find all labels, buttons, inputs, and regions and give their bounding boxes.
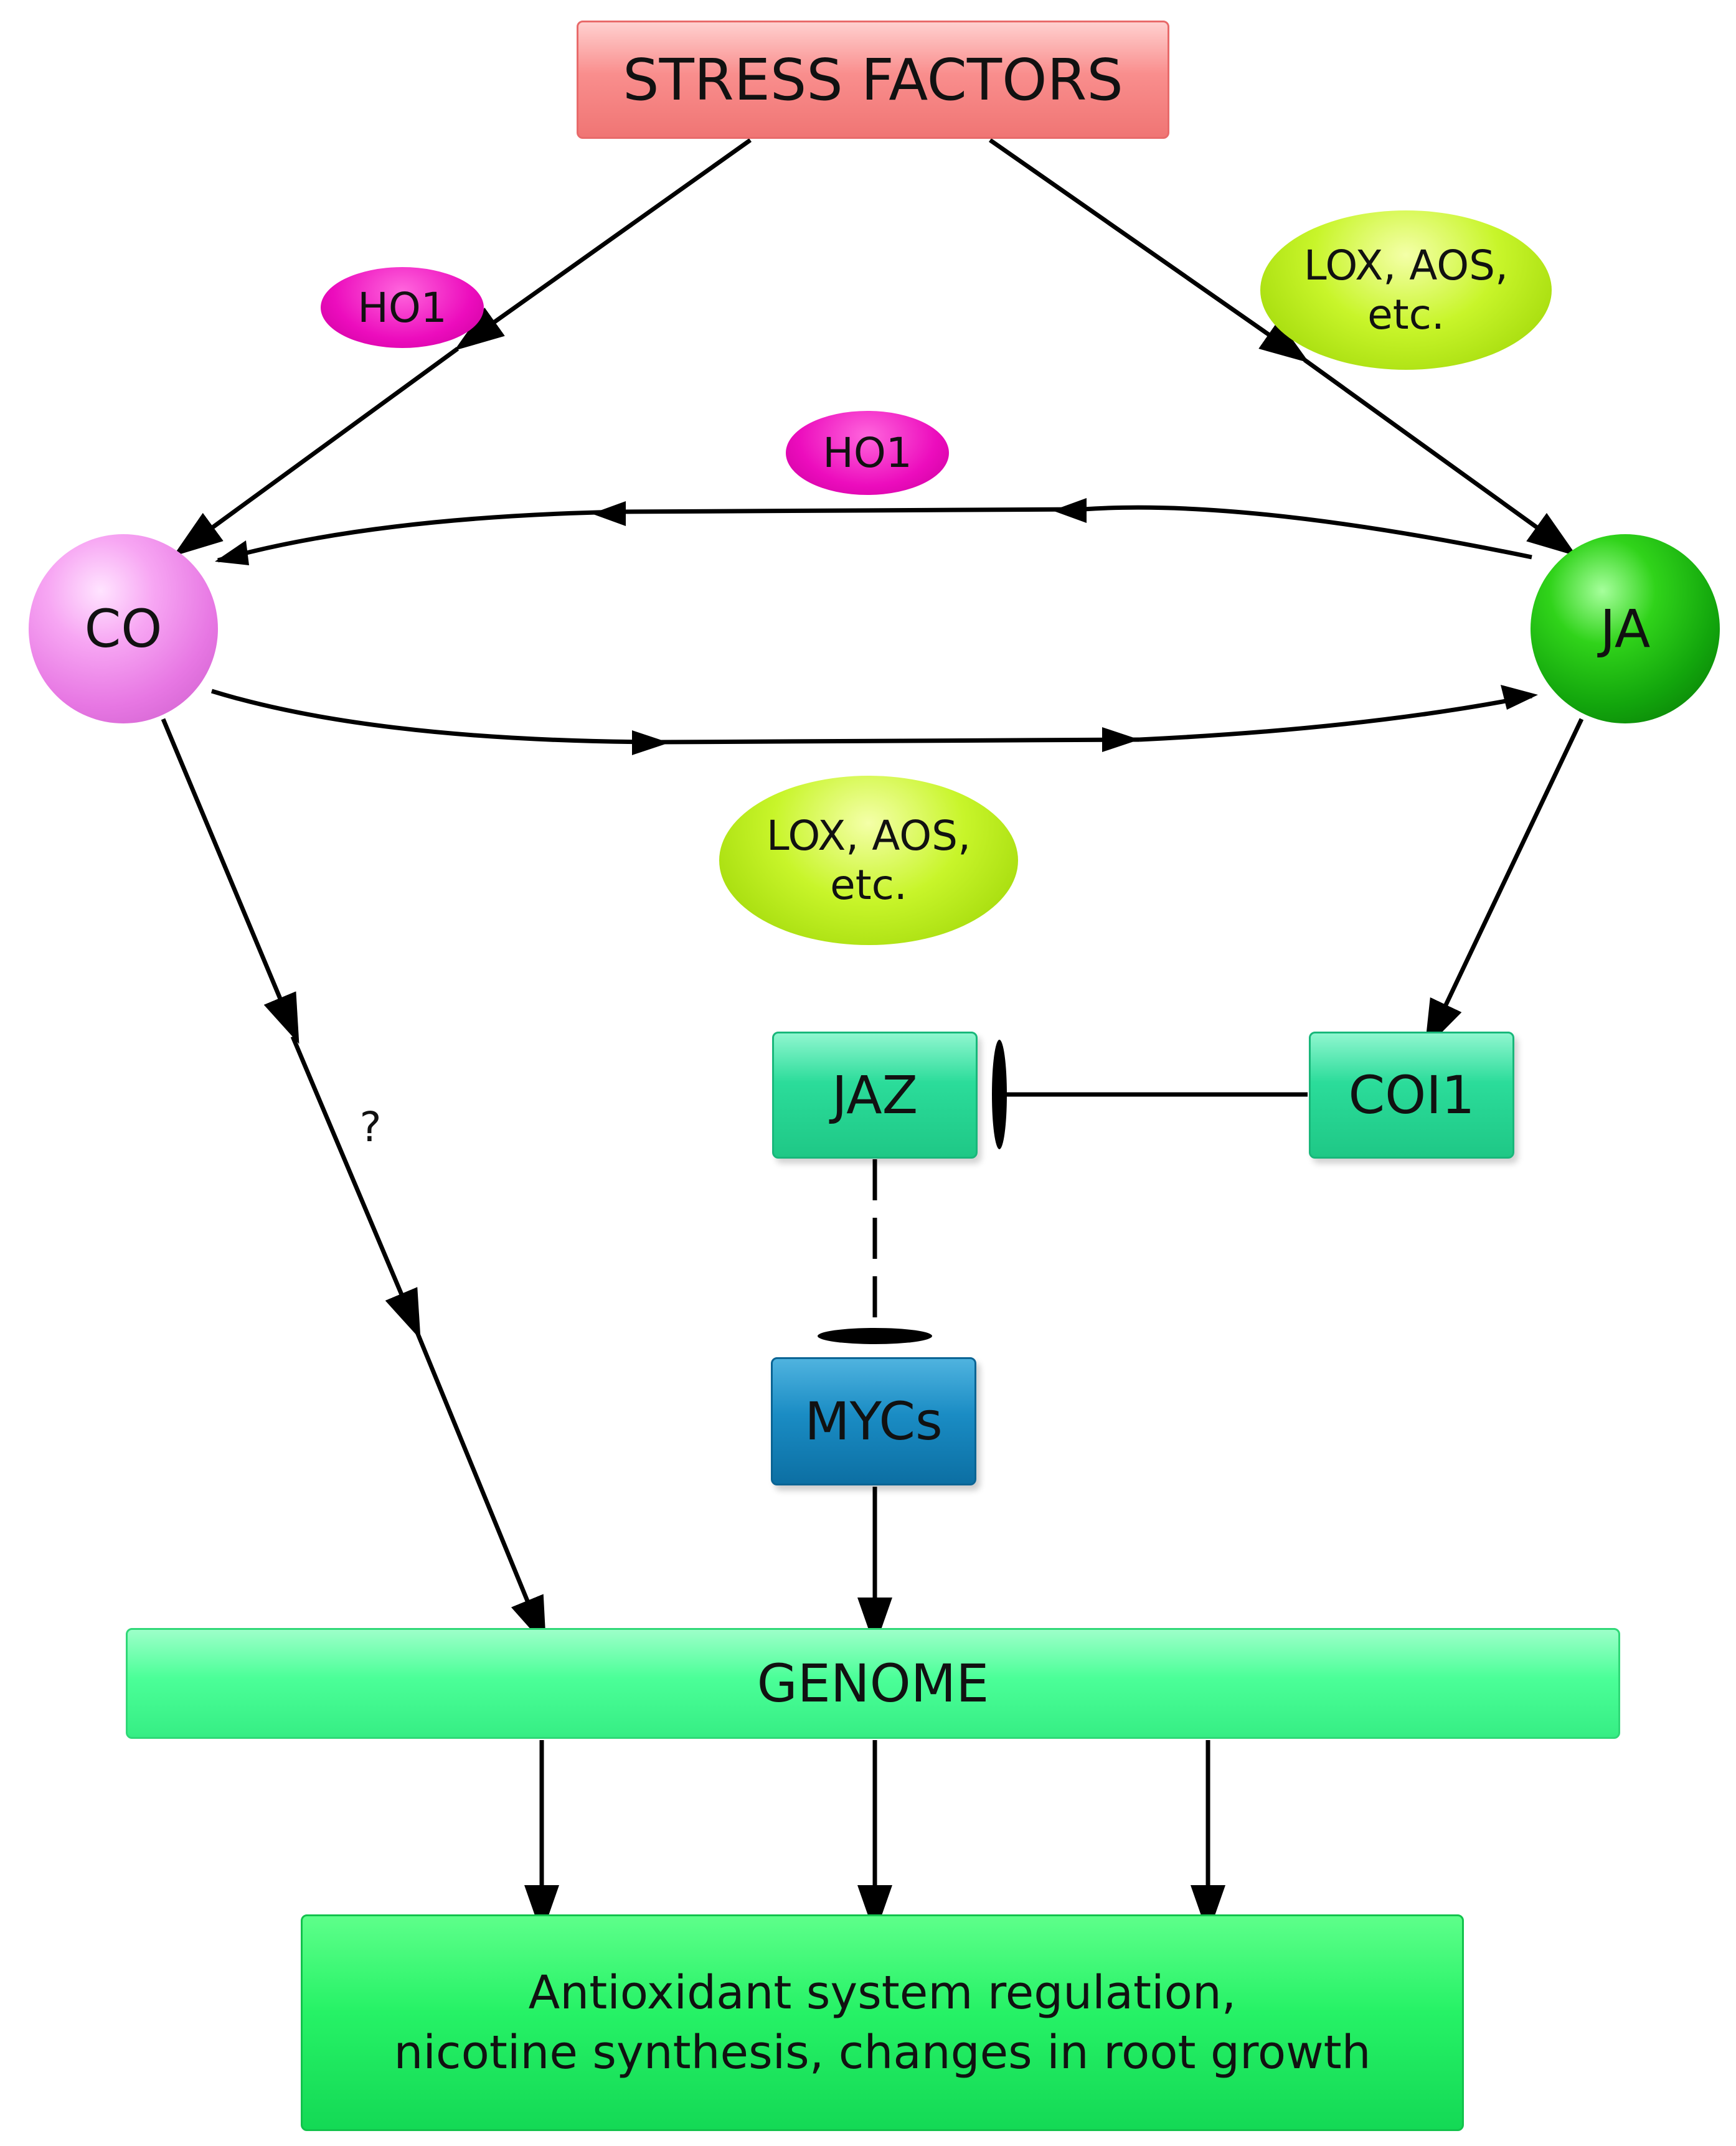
- lox-upper-line1: LOX, AOS,: [1303, 241, 1509, 289]
- arrow-co-to-ja: [210, 685, 1538, 755]
- lox-aos-enzymes-upper: LOX, AOS, etc.: [1260, 210, 1552, 370]
- arrow-stress-to-ja: [988, 138, 1577, 557]
- co-node: CO: [29, 534, 218, 723]
- lox-lower-line1: LOX, AOS,: [766, 811, 971, 860]
- arrow-ja-to-coi1: [1424, 718, 1584, 1050]
- unknown-path-label: ?: [359, 1103, 382, 1151]
- arrow-stress-to-co: [172, 138, 752, 557]
- outcome-box: Antioxidant system regulation, nicotine …: [301, 1914, 1464, 2131]
- stress-factors-box: STRESS FACTORS: [577, 21, 1169, 139]
- ho1-middle-label: HO1: [823, 429, 912, 477]
- lox-upper-line2: etc.: [1367, 291, 1445, 339]
- outcome-line2: nicotine synthesis, changes in root grow…: [394, 2026, 1371, 2079]
- ho1-enzyme-upper: HO1: [321, 267, 484, 348]
- genome-label: GENOME: [757, 1653, 989, 1714]
- jaz-label: JAZ: [831, 1065, 918, 1126]
- coi1-label: COI1: [1348, 1065, 1475, 1126]
- ja-label: JA: [1600, 598, 1651, 659]
- ho1-upper-label: HO1: [357, 283, 447, 332]
- mycs-box: MYCs: [771, 1357, 976, 1485]
- coi1-box: COI1: [1309, 1032, 1514, 1159]
- genome-box: GENOME: [126, 1628, 1620, 1739]
- inhibition-coi1-to-jaz: [992, 1040, 1308, 1149]
- arrow-co-to-genome: [161, 718, 547, 1647]
- stress-factors-label: STRESS FACTORS: [623, 46, 1123, 113]
- lox-aos-enzymes-lower: LOX, AOS, etc.: [719, 776, 1018, 945]
- jaz-box: JAZ: [772, 1032, 978, 1159]
- ja-node: JA: [1531, 534, 1720, 723]
- arrow-ja-to-co: [215, 498, 1532, 565]
- inhibition-jaz-to-mycs: [818, 1159, 932, 1344]
- mycs-label: MYCs: [804, 1391, 943, 1452]
- lox-lower-line2: etc.: [830, 861, 907, 909]
- co-label: CO: [84, 598, 163, 659]
- ho1-enzyme-middle: HO1: [786, 411, 949, 495]
- outcome-line1: Antioxidant system regulation,: [528, 1965, 1237, 2020]
